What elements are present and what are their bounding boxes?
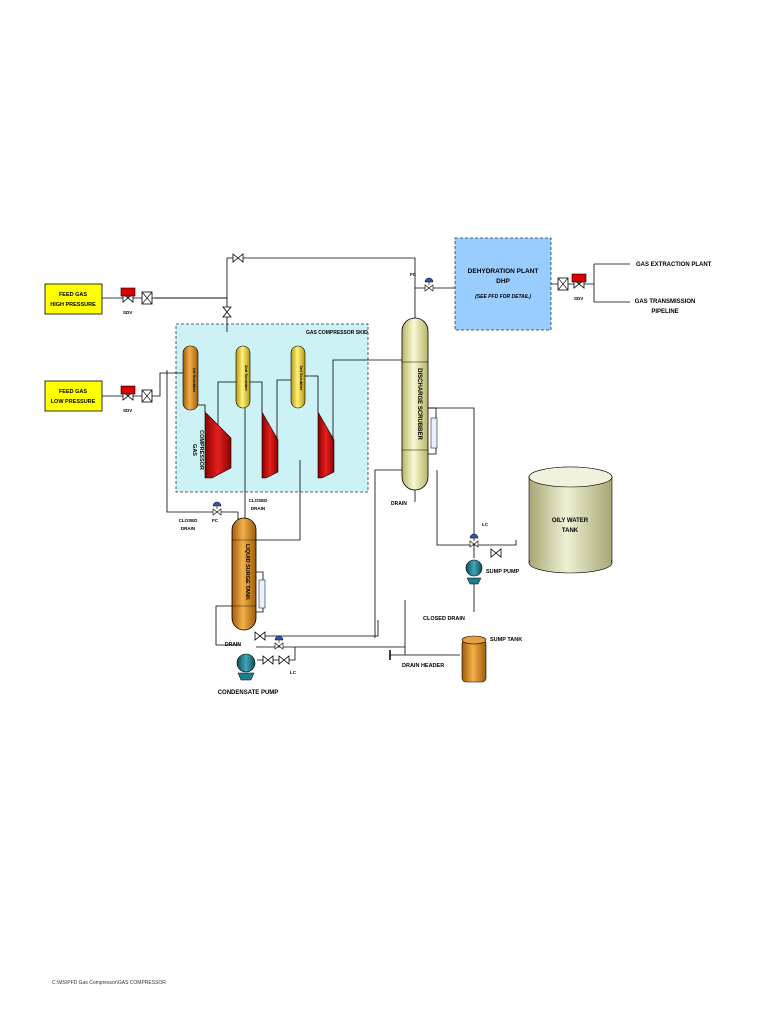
lc-label-lst: LC <box>290 670 297 675</box>
gas-transmission-label-1: GAS TRANSMISSION <box>635 299 696 305</box>
recycle-valve[interactable] <box>222 306 232 318</box>
feed-hp-line1: FEED GAS <box>59 292 87 298</box>
check-valve-sump[interactable] <box>490 548 502 558</box>
valve-lst-1[interactable] <box>254 631 266 641</box>
compressor-stage-1 <box>204 411 232 479</box>
closed-drain-mid-1: CLOSED <box>249 498 269 503</box>
oily-water-label-2: TANK <box>562 528 579 534</box>
fc-label-dhp: FC <box>410 272 417 277</box>
filter-hp <box>141 291 153 305</box>
condensate-pump[interactable] <box>236 653 256 681</box>
drain-header-label: DRAIN HEADER <box>402 663 444 669</box>
feed-lp-line1: FEED GAS <box>59 389 87 395</box>
fc-valve-dhp[interactable] <box>424 277 434 292</box>
lc-label-ds: LC <box>482 522 489 527</box>
lst-level-gauge <box>258 579 266 609</box>
closed-drain-left-2: DRAIN <box>181 526 195 531</box>
sump-pump[interactable] <box>465 559 483 585</box>
feed-lp-line2: LOW PRESSURE <box>51 399 96 405</box>
third-scrubber: 3rd Scrubber <box>290 345 306 409</box>
skid-title: GAS COMPRESSOR SKID <box>306 330 368 336</box>
discharge-scrubber: DISCHARGE SCRUBBER <box>401 317 429 491</box>
feed-gas-high-pressure-box: FEED GAS HIGH PRESSURE <box>44 283 103 315</box>
second-scrubber-label: 2nd Scrubber <box>244 365 249 391</box>
liquid-surge-tank-label: LIQUID SURGE TANK <box>244 544 250 600</box>
dehydration-title: DEHYDRATION PLANT <box>468 268 539 275</box>
lst-drain-label: DRAIN <box>225 642 241 648</box>
gas-extraction-label: GAS EXTRACTION PLANT <box>636 262 712 268</box>
closed-drain-mid-2: DRAIN <box>251 506 265 511</box>
oily-water-tank: OILY WATER TANK <box>528 466 613 574</box>
condensate-pump-label: CONDENSATE PUMP <box>218 690 279 696</box>
ds-level-gauge <box>430 417 438 449</box>
sdv-label-outlet: SDV <box>574 296 583 301</box>
oily-water-label-1: OILY WATER <box>552 518 589 524</box>
second-scrubber: 2nd Scrubber <box>235 345 251 409</box>
gas-compressor-label-2: COMPRESSOR <box>198 430 204 470</box>
compressor-stage-2 <box>261 410 279 479</box>
filter-lp <box>141 389 153 403</box>
feed-hp-line2: HIGH PRESSURE <box>50 302 96 308</box>
fc-label-skid: FC <box>212 518 219 523</box>
dehydration-plant-box <box>454 237 552 331</box>
sump-tank <box>461 635 487 683</box>
valve-lst-3[interactable] <box>278 655 290 665</box>
closed-drain-right-label: CLOSED DRAIN <box>423 616 465 622</box>
sdv-label-lp: SDV <box>123 408 132 413</box>
first-scrubber-label: 1st Scrubber <box>192 368 197 393</box>
discharge-scrubber-label: DISCHARGE SCRUBBER <box>416 368 422 440</box>
fc-valve-skid[interactable] <box>212 501 222 516</box>
dehydration-code: DHP <box>496 278 510 285</box>
gas-transmission-label-2: PIPELINE <box>651 309 678 315</box>
feed-gas-low-pressure-box: FEED GAS LOW PRESSURE <box>44 380 103 412</box>
first-scrubber: 1st Scrubber <box>182 345 199 411</box>
liquid-surge-tank: LIQUID SURGE TANK <box>231 517 257 631</box>
sdv-valve-outlet[interactable] <box>571 273 587 289</box>
footer-file-path: C:\MS\PFD Gas Compressor\GAS COMPRESSOR <box>52 980 166 986</box>
sdv-valve-hp[interactable] <box>120 287 136 303</box>
valve-lst-2[interactable] <box>262 655 274 665</box>
dehydration-note: (SEE PFD FOR DETAIL) <box>475 294 531 300</box>
sump-pump-label: SUMP PUMP <box>486 569 520 575</box>
closed-drain-left-1: CLOSED <box>179 518 199 523</box>
compressor-stage-3 <box>317 410 335 479</box>
sdv-label-hp: SDV <box>123 310 132 315</box>
gas-compressor-label-1: GAS <box>191 444 197 456</box>
ds-drain-label: DRAIN <box>391 501 407 507</box>
third-scrubber-label: 3rd Scrubber <box>299 366 304 391</box>
sump-tank-label: SUMP TANK <box>490 637 522 643</box>
bypass-valve[interactable] <box>232 253 244 263</box>
filter-outlet <box>557 277 569 291</box>
sdv-valve-lp[interactable] <box>120 385 136 401</box>
